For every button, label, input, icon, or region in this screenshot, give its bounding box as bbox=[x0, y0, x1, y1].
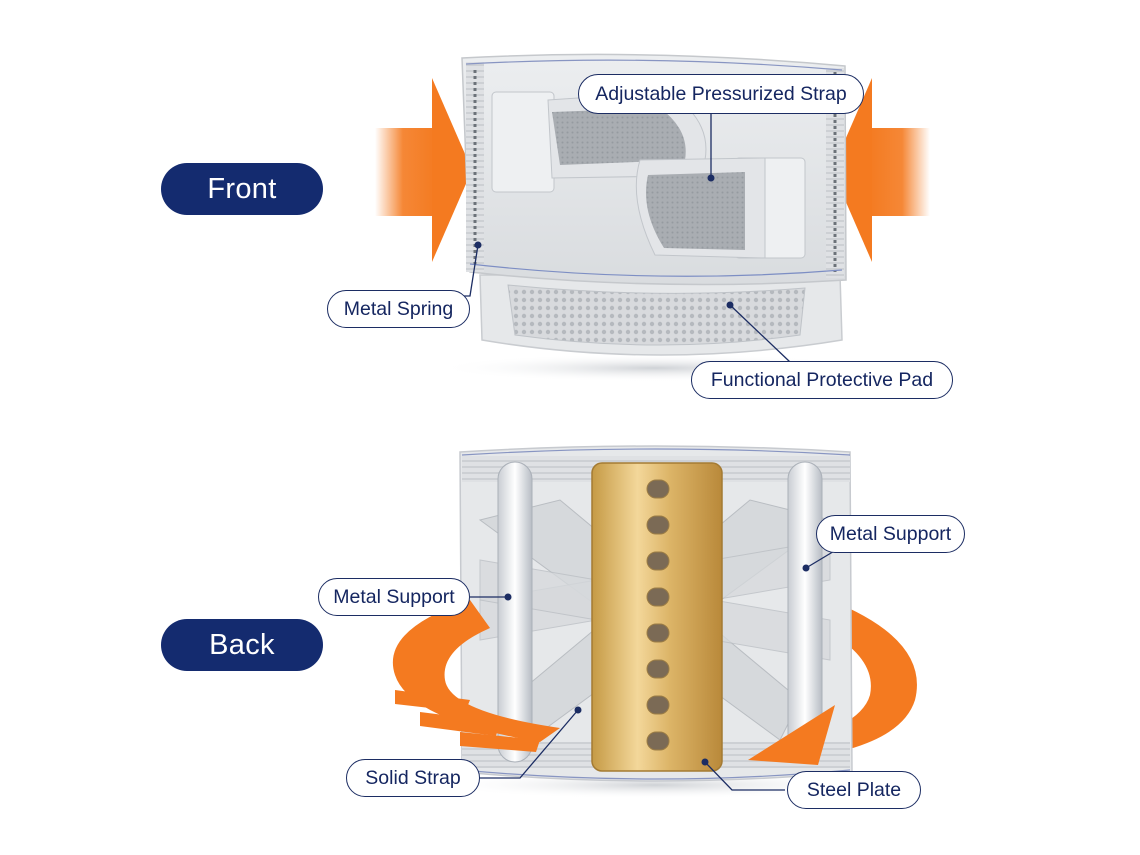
right-compression-arrow-icon bbox=[832, 78, 930, 262]
back-label: Back bbox=[161, 619, 323, 671]
callout-steel-plate: Steel Plate bbox=[787, 771, 921, 809]
callout-metal-support-left: Metal Support bbox=[318, 578, 470, 616]
callout-metal-spring: Metal Spring bbox=[327, 290, 470, 328]
left-compression-arrow-icon bbox=[375, 78, 472, 262]
callout-metal-support-right: Metal Support bbox=[816, 515, 965, 553]
callout-adjustable-pressurized-strap: Adjustable Pressurized Strap bbox=[578, 74, 864, 114]
callout-functional-protective-pad: Functional Protective Pad bbox=[691, 361, 953, 399]
callout-anchor-dots bbox=[474, 174, 810, 766]
front-view-illustration bbox=[375, 53, 930, 382]
callout-solid-strap: Solid Strap bbox=[346, 759, 480, 797]
front-label: Front bbox=[161, 163, 323, 215]
back-view-illustration bbox=[392, 445, 917, 799]
callout-leader-lines bbox=[458, 112, 837, 791]
